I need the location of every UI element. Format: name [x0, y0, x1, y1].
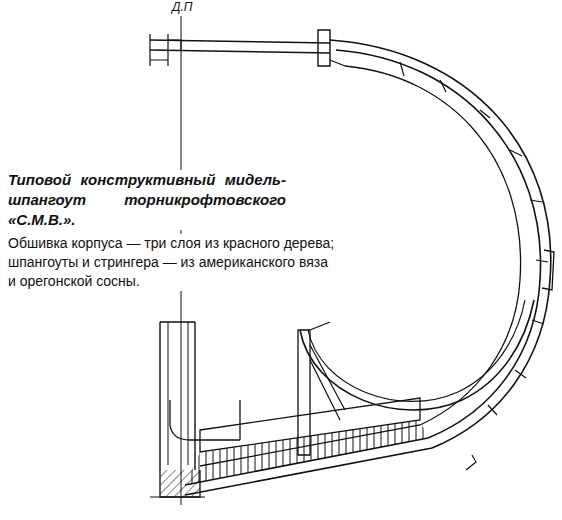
heading: Типовой конструктивный мидель-шпангоут т… [8, 170, 286, 230]
caption-text: Обшивка корпуса — три слоя из красного д… [8, 234, 338, 291]
centerline-label: Д.П [170, 0, 194, 14]
